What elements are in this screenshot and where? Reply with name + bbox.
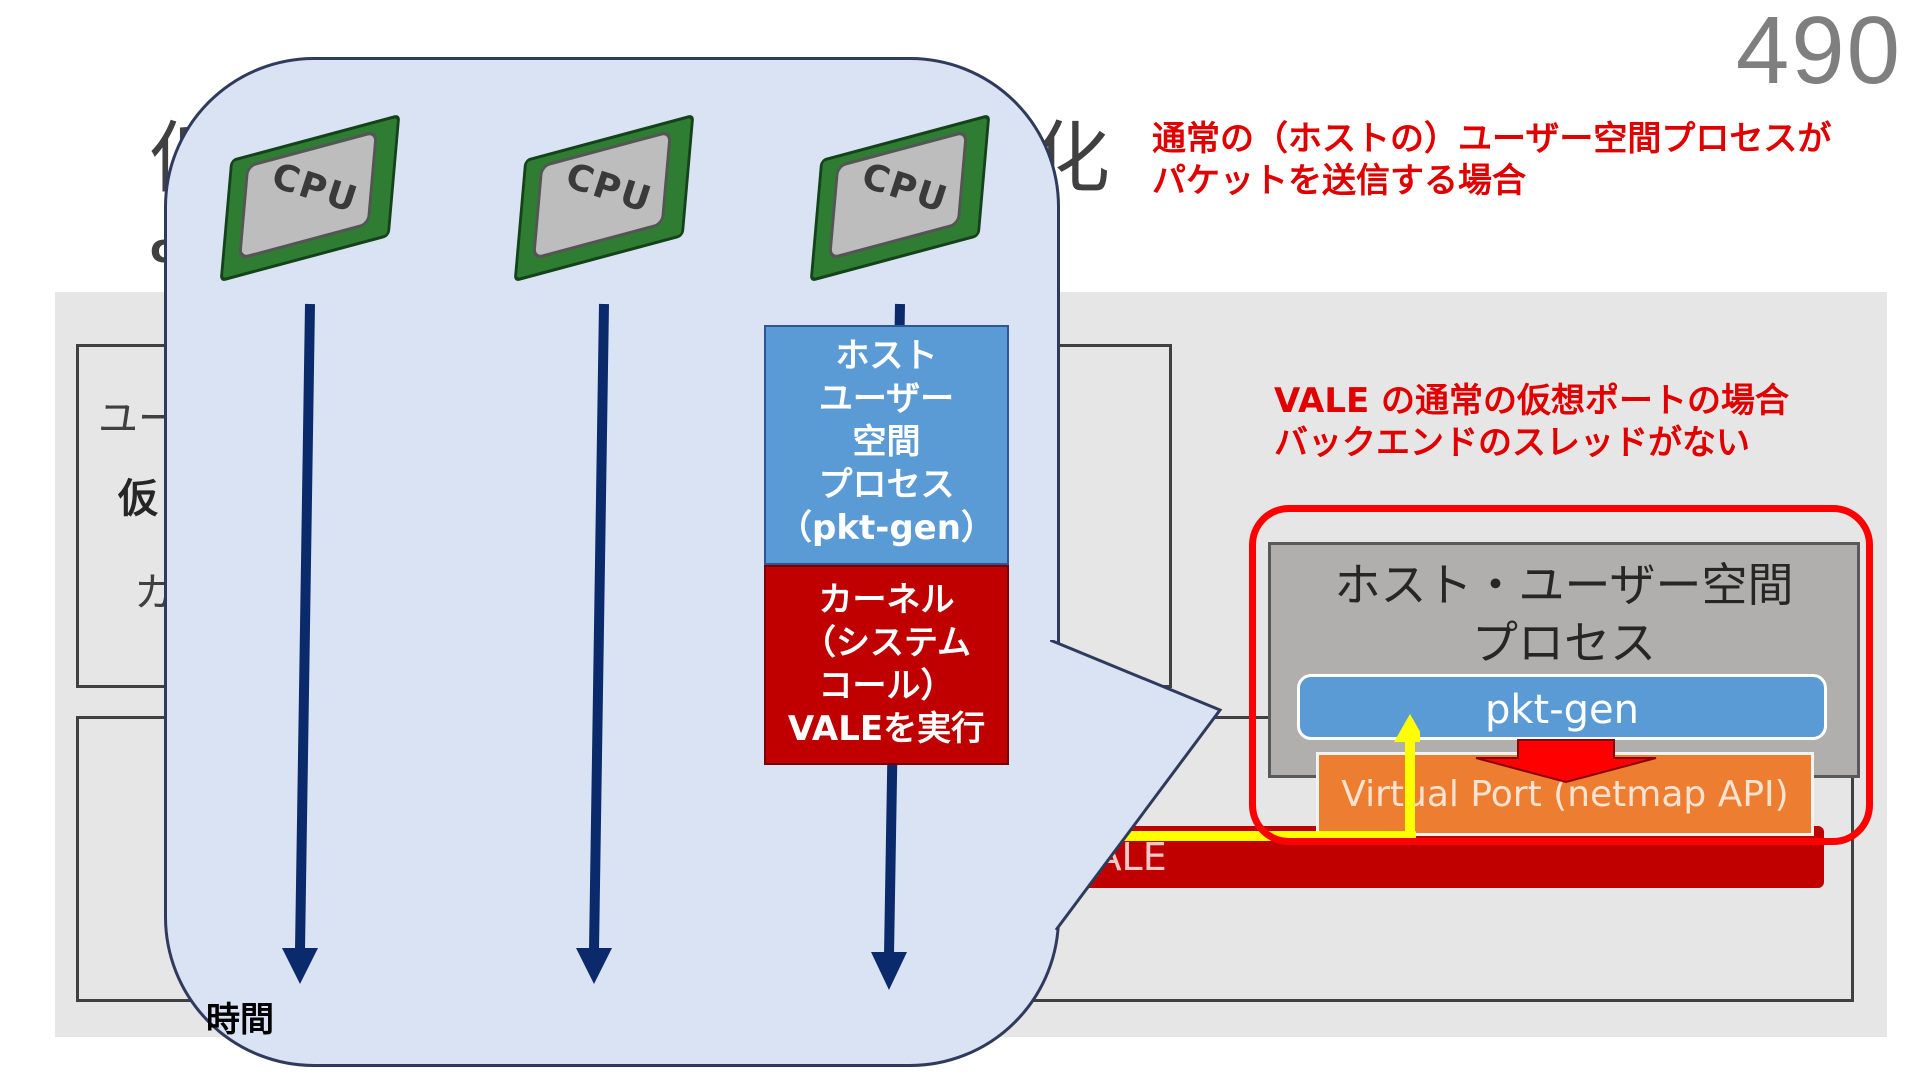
cpu-icon: CPU <box>219 113 401 283</box>
host-process-title: ホスト・ユーザー空間 プロセス <box>1268 556 1860 672</box>
note-top-right-line1: 通常の（ホストの）ユーザー空間プロセスが <box>1152 119 1832 159</box>
task-kernel-line2: （システム <box>802 623 971 663</box>
note-vale: VALE の通常の仮想ポートの場合 バックエンドのスレッドがない <box>1274 380 1789 464</box>
note-vale-line2: バックエンドのスレッドがない <box>1274 423 1750 463</box>
note-vale-line1: VALE の通常の仮想ポートの場合 <box>1274 381 1790 421</box>
task-host-line3: 空間 <box>852 422 921 462</box>
time-axis-label: 時間 <box>206 1000 274 1040</box>
vale-port-highlight-ring <box>1249 505 1873 845</box>
timeline-arrow-cpu2 <box>576 303 612 984</box>
virtual-label-fragment: 仮 <box>118 476 158 522</box>
note-top-right-line2: パケットを送信する場合 <box>1152 161 1526 201</box>
timeline-arrow-cpu1 <box>282 303 318 984</box>
task-kernel-line4: VALEを実行 <box>787 709 986 749</box>
task-host-userspace-process: ホスト ユーザー 空間 プロセス （pkt-gen） <box>764 325 1009 565</box>
task-host-line4: プロセス <box>818 465 955 505</box>
task-host-line1: ホスト <box>835 336 938 376</box>
host-process-title-line2: プロセス <box>1472 616 1656 670</box>
page-number: 490 <box>1735 0 1902 104</box>
task-host-line5: （pkt-gen） <box>778 508 995 548</box>
callout-tail <box>1050 640 1223 931</box>
task-kernel-line1: カーネル <box>818 580 955 620</box>
pktgen-block: pkt-gen <box>1297 674 1827 740</box>
task-kernel-syscall: カーネル （システム コール） VALEを実行 <box>764 565 1009 765</box>
down-arrow-icon <box>1475 739 1657 784</box>
cpu-icon: CPU <box>513 113 695 283</box>
task-kernel-line3: コール） <box>818 666 955 706</box>
packet-flow-path <box>1090 714 1420 841</box>
host-process-title-line1: ホスト・ユーザー空間 <box>1334 558 1794 612</box>
task-host-line2: ユーザー <box>818 379 955 419</box>
virtual-port-block: Virtual Port (netmap API) <box>1316 752 1814 836</box>
note-top-right: 通常の（ホストの）ユーザー空間プロセスが パケットを送信する場合 <box>1152 118 1831 202</box>
cpu-icon: CPU <box>809 113 991 283</box>
